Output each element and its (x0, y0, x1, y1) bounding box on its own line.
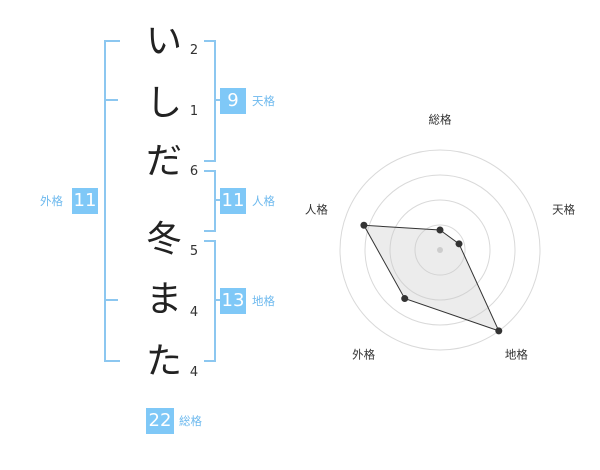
chikaku-value-badge: 13 (220, 288, 246, 314)
gaikaku-bracket (104, 40, 120, 362)
chikaku-label: 地格 (252, 294, 275, 308)
gaikaku-value-badge: 11 (72, 188, 98, 214)
name-char-6: た (145, 341, 182, 382)
chikaku-bracket (204, 240, 216, 362)
radar-grid-ring-1 (414, 224, 466, 276)
stroke-count-1: 2 (189, 43, 199, 58)
radar-axis-label-1: 総格 (429, 113, 452, 127)
name-char-5: ま (145, 279, 182, 320)
radar-axis-label-5: 人格 (305, 202, 328, 216)
gaikaku-tick-2 (106, 299, 118, 301)
radar-point-4 (401, 295, 409, 303)
radar-axis-label-3: 地格 (505, 348, 528, 362)
soukaku-label: 総格 (179, 414, 202, 428)
radar-axis-label-4: 外格 (352, 348, 375, 362)
jinkaku-connector (214, 199, 222, 201)
chikaku-connector (214, 299, 222, 301)
gaikaku-tick-1 (106, 99, 118, 101)
stroke-count-5: 4 (189, 305, 199, 320)
tenkaku-connector (214, 99, 222, 101)
stroke-count-2: 1 (189, 104, 199, 119)
stroke-count-6: 4 (189, 365, 199, 380)
tenkaku-bracket (204, 40, 216, 162)
soukaku-value-badge: 22 (146, 408, 174, 434)
name-char-4: 冬 (145, 219, 182, 260)
radar-point-1 (436, 226, 444, 234)
radar-point-5 (360, 221, 368, 229)
name-char-1: い (145, 21, 182, 62)
radar-point-2 (455, 240, 463, 248)
jinkaku-label: 人格 (252, 194, 275, 208)
stroke-count-4: 5 (189, 244, 199, 259)
radar-grid-ring-3 (364, 174, 516, 326)
radar-axis-label-2: 天格 (552, 202, 575, 216)
name-char-2: し (145, 83, 182, 124)
radar-point-3 (495, 327, 503, 335)
radar-center-dot (437, 247, 443, 253)
jinkaku-bracket (204, 170, 216, 232)
tenkaku-label: 天格 (252, 94, 275, 108)
stroke-count-3: 6 (189, 164, 199, 179)
radar-grid-ring-4 (339, 149, 541, 351)
radar-grid-ring-2 (389, 199, 491, 301)
radar-data-polygon (363, 224, 500, 332)
tenkaku-value-badge: 9 (220, 88, 246, 114)
gaikaku-label: 外格 (40, 194, 63, 208)
jinkaku-value-badge: 11 (220, 188, 246, 214)
name-char-3: だ (145, 141, 182, 182)
